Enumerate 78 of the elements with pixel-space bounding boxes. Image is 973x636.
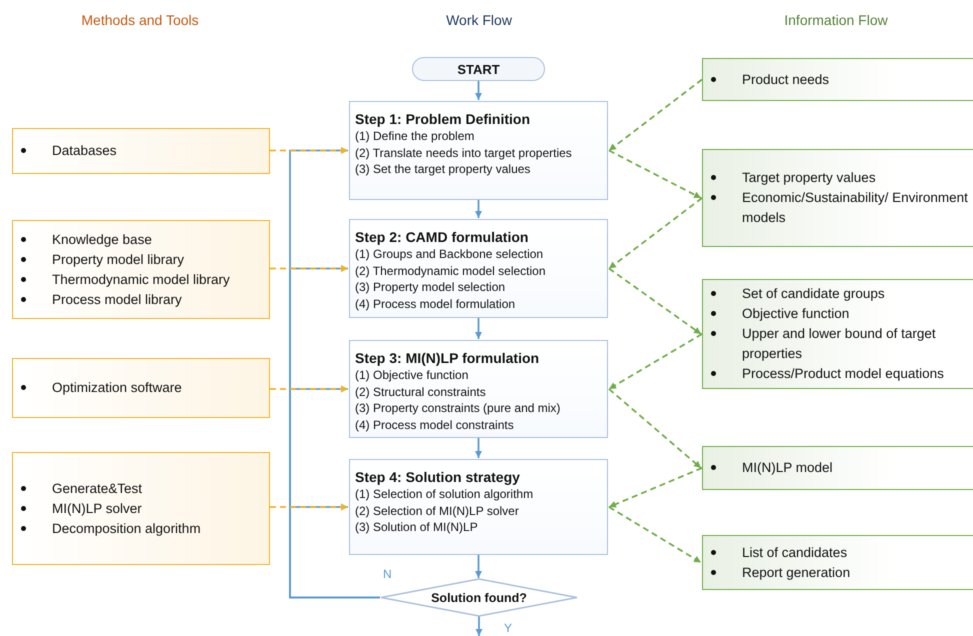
arrow xyxy=(289,504,380,598)
edge-label: Y xyxy=(503,622,514,635)
step-item: (1) Objective function xyxy=(355,367,470,384)
information-box xyxy=(702,279,973,389)
arrow xyxy=(476,616,482,636)
step-item: (1) Selection of solution algorithm xyxy=(355,486,534,502)
information-box xyxy=(702,535,973,590)
terminal-label: START xyxy=(457,62,500,76)
step-item: (2) Translate needs into target properties xyxy=(355,144,573,161)
step-title: Step 4: Solution strategy xyxy=(355,469,521,485)
dashed-arrow xyxy=(608,197,703,270)
edge-label: N xyxy=(382,568,393,581)
list-item: Objective function xyxy=(742,305,850,323)
list-item: Thermodynamic model library xyxy=(52,270,230,289)
step-item: (2) Selection of MI(N)LP solver xyxy=(355,502,520,519)
process-box xyxy=(349,340,608,438)
list-item: Knowledge base xyxy=(52,230,152,249)
step-title: Step 3: MI(N)LP formulation xyxy=(355,350,540,366)
list-item: Process model library xyxy=(52,290,182,309)
dashed-arrow xyxy=(608,506,702,564)
method-box xyxy=(12,452,270,565)
method-box xyxy=(12,358,270,418)
dashed-arrow xyxy=(270,265,348,272)
step-title: Step 2: CAMD formulation xyxy=(355,229,530,245)
list-item: Databases xyxy=(52,142,117,160)
arrow xyxy=(475,438,482,458)
list-item: Property model library xyxy=(52,250,184,269)
step-item: (2) Structural constraints xyxy=(355,384,487,400)
list-item: Optimization software xyxy=(52,379,182,397)
step-item: (4) Process model constraints xyxy=(355,416,515,433)
decision-diamond xyxy=(380,578,578,617)
list-item: Economic/Sustainability/ Environment models xyxy=(742,189,969,227)
dashed-arrow xyxy=(608,388,702,469)
list-item: Generate&Test xyxy=(52,480,142,498)
step-item: (3) Set the target property values xyxy=(355,161,532,178)
list-item: Set of candidate groups xyxy=(742,285,885,303)
process-box xyxy=(349,219,608,318)
dashed-arrow xyxy=(608,78,703,152)
step-title: Step 1: Problem Definition xyxy=(355,111,532,127)
dashed-arrow xyxy=(270,147,348,154)
arrow xyxy=(475,318,482,339)
list-item: Target property values xyxy=(742,169,876,187)
process-box xyxy=(349,101,608,200)
dashed-arrow xyxy=(608,333,702,390)
list-item: MI(N)LP solver xyxy=(52,500,142,518)
list-item: Upper and lower bound of target properties xyxy=(742,325,937,363)
step-item: (3) Property constraints (pure and mix) xyxy=(355,400,562,416)
step-item: (2) Thermodynamic model selection xyxy=(355,262,547,279)
process-box xyxy=(349,459,608,555)
list-item: Report generation xyxy=(742,564,850,582)
column-header: Work Flow xyxy=(446,12,512,28)
arrow xyxy=(475,200,482,218)
list-item: Product needs xyxy=(742,70,830,88)
arrow xyxy=(475,81,482,100)
information-box xyxy=(702,149,973,247)
step-item: (3) Property model selection xyxy=(355,279,506,296)
step-item: (1) Define the problem xyxy=(355,128,476,144)
list-item: List of candidates xyxy=(742,544,848,562)
column-header: Information Flow xyxy=(784,12,888,28)
arrow xyxy=(475,555,482,578)
column-header: Methods and Tools xyxy=(81,12,199,28)
list-item: Decomposition algorithm xyxy=(52,520,201,538)
dashed-arrow xyxy=(270,504,348,510)
information-box xyxy=(702,446,973,490)
dashed-arrow xyxy=(270,386,348,392)
dashed-arrow xyxy=(608,150,702,199)
list-item: MI(N)LP model xyxy=(742,459,833,477)
method-box xyxy=(12,128,270,174)
step-item: (1) Groups and Backbone selection xyxy=(355,246,544,262)
step-item: (3) Solution of MI(N)LP xyxy=(355,519,479,536)
method-box xyxy=(12,220,270,319)
dashed-arrow xyxy=(608,268,702,335)
information-box xyxy=(702,58,973,101)
start-terminal xyxy=(412,57,545,81)
decision-label: Solution found? xyxy=(431,590,527,604)
list-item: Process/Product model equations xyxy=(742,365,944,383)
dashed-arrow xyxy=(608,467,702,508)
step-item: (4) Process model formulation xyxy=(355,296,516,312)
